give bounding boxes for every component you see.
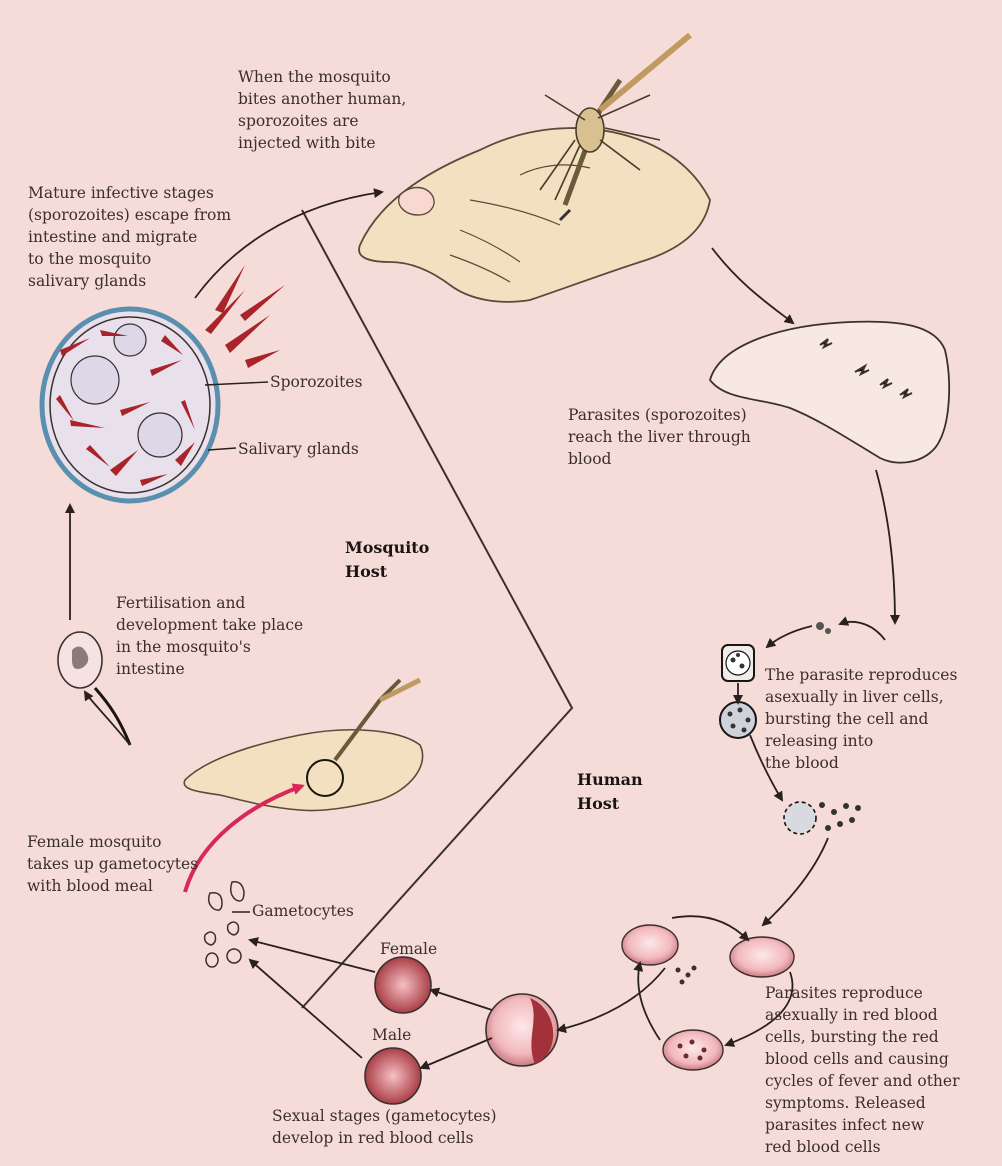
label-liver-reproduce: The parasite reproduces asexually in liv…	[765, 664, 957, 774]
label-female-mosquito: Female mosquito takes up gametocytes wit…	[27, 831, 198, 897]
host-divider-line	[302, 210, 572, 1008]
human-host-title: Human Host	[577, 768, 643, 816]
human-hand-illustration	[359, 128, 710, 302]
label-sporozoites: Sporozoites	[270, 371, 362, 393]
label-male: Male	[372, 1024, 411, 1046]
label-liver: Parasites (sporozoites) reach the liver …	[568, 404, 751, 470]
label-rbc-reproduce: Parasites reproduce asexually in red blo…	[765, 982, 960, 1158]
label-fertilisation: Fertilisation and development take place…	[116, 592, 303, 680]
gametocyte-shapes	[205, 882, 244, 967]
label-salivary-glands: Salivary glands	[238, 438, 359, 460]
lower-hand-illustration	[184, 680, 422, 811]
mosquito-host-title: Mosquito Host	[345, 536, 429, 584]
label-mature-stages: Mature infective stages (sporozoites) es…	[28, 182, 231, 292]
label-sexual-stages: Sexual stages (gametocytes) develop in r…	[272, 1105, 497, 1149]
label-gametocytes: Gametocytes	[252, 900, 354, 922]
label-mosquito-bites: When the mosquito bites another human, s…	[238, 66, 406, 154]
label-female: Female	[380, 938, 437, 960]
